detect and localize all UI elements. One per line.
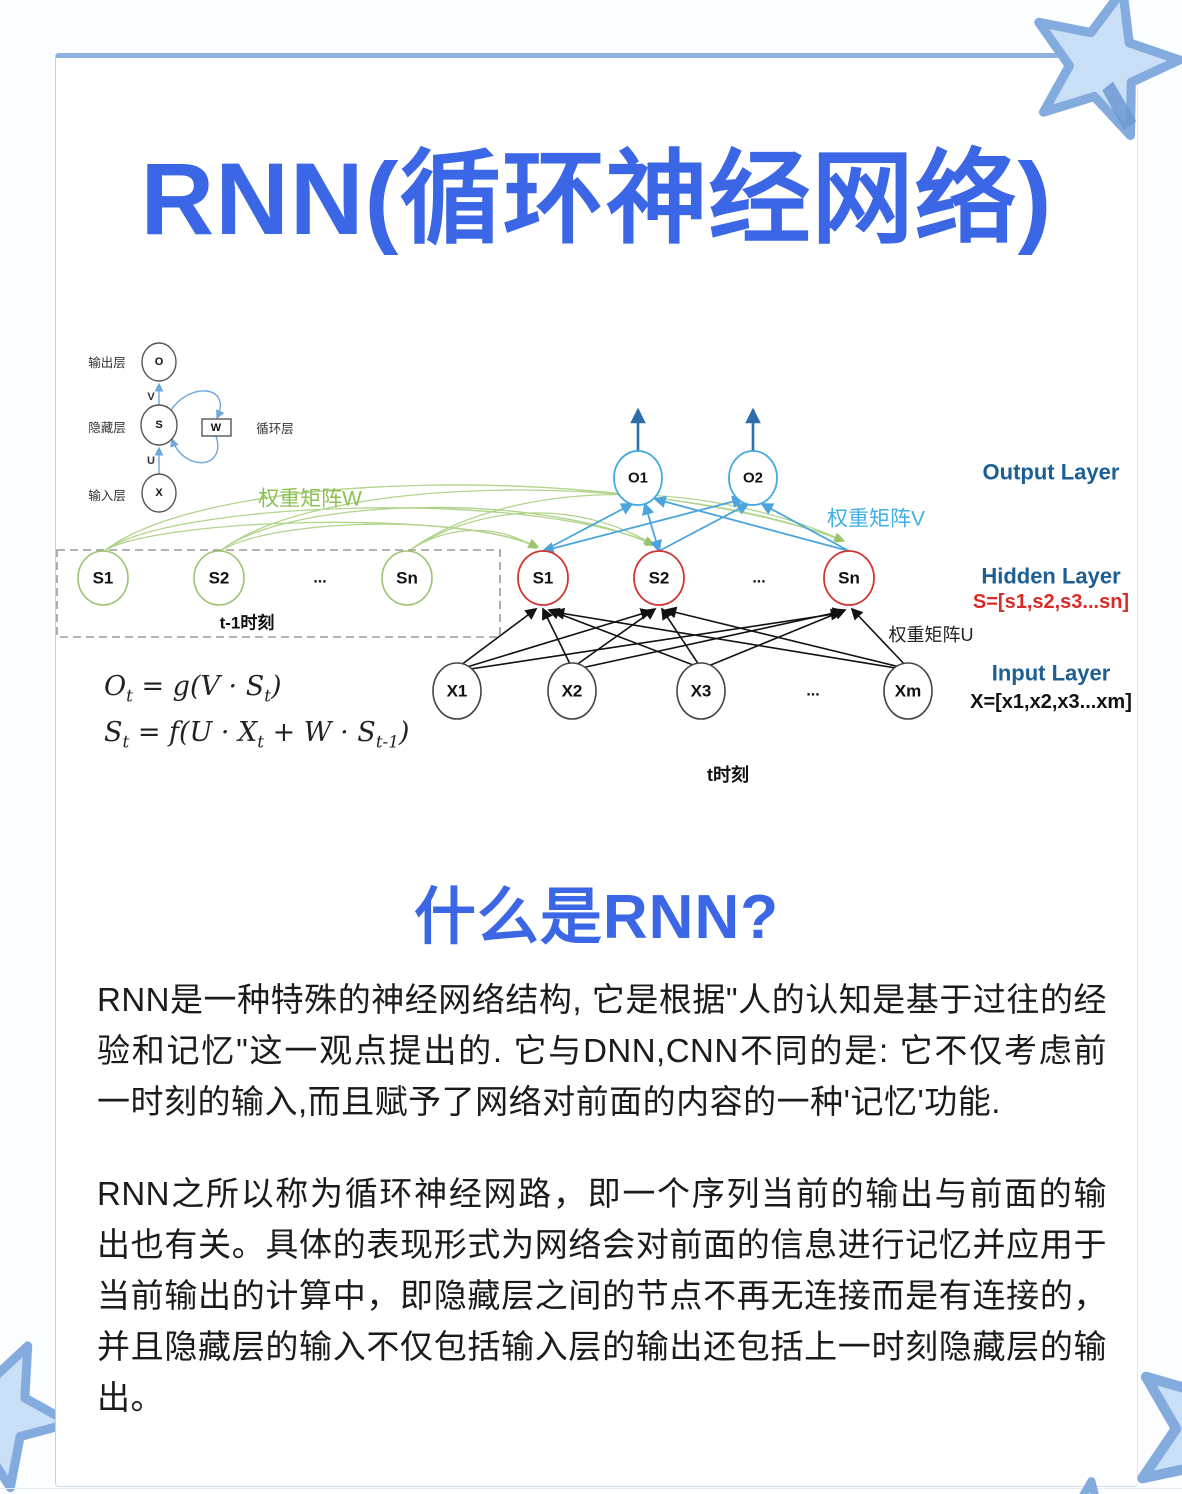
- mini-input-layer-label: 输入层: [88, 488, 126, 503]
- prev-hidden-node: [381, 550, 433, 606]
- input-vector-label: X=[x1,x2,x3...xm]: [970, 691, 1132, 713]
- input-layer-nodes: X1 X2 X3 ... Xm: [432, 662, 933, 720]
- output-node: [613, 450, 663, 506]
- prev-hidden-node-label: S2: [209, 569, 230, 588]
- page-title: RNN(循环神经网络): [140, 142, 1053, 256]
- hidden-layer: S1 S2 ... Sn: [517, 550, 875, 606]
- prev-hidden-node: [193, 550, 245, 606]
- weight-matrix-v-label: 权重矩阵V: [827, 508, 925, 531]
- hidden-node-label: S2: [649, 569, 670, 588]
- input-node-label: X3: [691, 682, 712, 701]
- mini-output-layer-label: 输出层: [88, 355, 126, 370]
- input-ellipsis: ...: [806, 683, 819, 700]
- hidden-node: [823, 550, 875, 606]
- weight-w-curves: [102, 484, 846, 553]
- prev-hidden-ellipsis: ...: [313, 570, 326, 587]
- hidden-ellipsis: ...: [752, 570, 765, 587]
- mini-hidden-node-label: S: [155, 419, 162, 431]
- input-node-label: X1: [447, 682, 468, 701]
- rnn-formulas: Ot = g(V · St) St = f(U · Xt + W · St-1): [104, 668, 409, 761]
- t-minus-1-box: [56, 549, 501, 638]
- content-card: [55, 53, 1138, 1487]
- weight-v-lines: [541, 495, 850, 555]
- input-node-label: X2: [562, 682, 583, 701]
- mini-u-label: U: [147, 455, 155, 467]
- prev-hidden-node-label: Sn: [396, 569, 418, 588]
- mini-loop-upper-arrow: [169, 390, 225, 420]
- input-node: [432, 662, 482, 720]
- prev-hidden-node: [77, 550, 129, 606]
- mini-v-label: V: [147, 391, 155, 403]
- mini-output-node-label: O: [155, 356, 164, 368]
- input-layer-label: Input Layer: [992, 661, 1111, 686]
- mini-hidden-node: [140, 404, 178, 446]
- output-layer-label: Output Layer: [983, 460, 1120, 485]
- mini-input-node: [141, 473, 177, 513]
- prev-hidden-layer: S1 S2 ... Sn t-1时刻: [77, 550, 433, 633]
- hidden-node: [517, 550, 569, 606]
- paragraph-why-recurrent: RNN之所以称为循环神经网路，即一个序列当前的输出与前面的输出也有关。具体的表现…: [97, 1175, 1107, 1416]
- section-heading: 什么是RNN?: [413, 883, 780, 952]
- input-node: [547, 662, 597, 720]
- weight-matrix-w-label: 权重矩阵W: [258, 488, 362, 511]
- output-arrows: [630, 407, 761, 452]
- output-node-label: O1: [628, 470, 648, 487]
- hidden-node: [633, 550, 685, 606]
- mini-hidden-layer-label: 隐藏层: [88, 421, 126, 435]
- output-node: [728, 450, 778, 506]
- hidden-vector-label: S=[s1,s2,s3...sn]: [973, 591, 1129, 613]
- weight-matrix-u-label: 权重矩阵U: [889, 625, 974, 645]
- input-node-label: Xm: [895, 682, 921, 701]
- formula-output: Ot = g(V · St): [104, 671, 282, 706]
- weight-u-lines: [456, 606, 909, 672]
- output-node-label: O2: [743, 470, 763, 487]
- t-minus-1-label: t-1时刻: [220, 613, 275, 633]
- hidden-node-label: S1: [533, 569, 554, 588]
- mini-weight-node: [201, 418, 232, 437]
- mini-rnn-diagram: 输出层 隐藏层 输入层 循环层 O S X W V U: [88, 342, 294, 513]
- mini-weight-node-label: W: [211, 422, 222, 434]
- rnn-architecture-diagram: 输出层 隐藏层 输入层 循环层 O S X W V U: [56, 342, 1132, 785]
- mini-output-node: [141, 342, 177, 382]
- hidden-node-label: Sn: [838, 569, 860, 588]
- prev-hidden-node-label: S1: [93, 569, 114, 588]
- output-layer-nodes: O1 O2: [613, 450, 778, 506]
- mini-input-node-label: X: [155, 487, 163, 499]
- hidden-layer-label: Hidden Layer: [981, 564, 1121, 589]
- t-label: t时刻: [707, 764, 749, 785]
- input-node: [676, 662, 726, 720]
- input-node: [883, 662, 933, 720]
- mini-loop-lower-arrow: [170, 435, 219, 464]
- page-bottom-divider: [0, 1488, 1182, 1489]
- formula-state: St = f(U · Xt + W · St-1): [104, 717, 410, 752]
- paragraph-what-is-rnn: RNN是一种特殊的神经网络结构, 它是根据"人的认知是基于过往的经验和记忆"这一…: [97, 981, 1107, 1120]
- mini-recurrent-layer-label: 循环层: [256, 422, 294, 436]
